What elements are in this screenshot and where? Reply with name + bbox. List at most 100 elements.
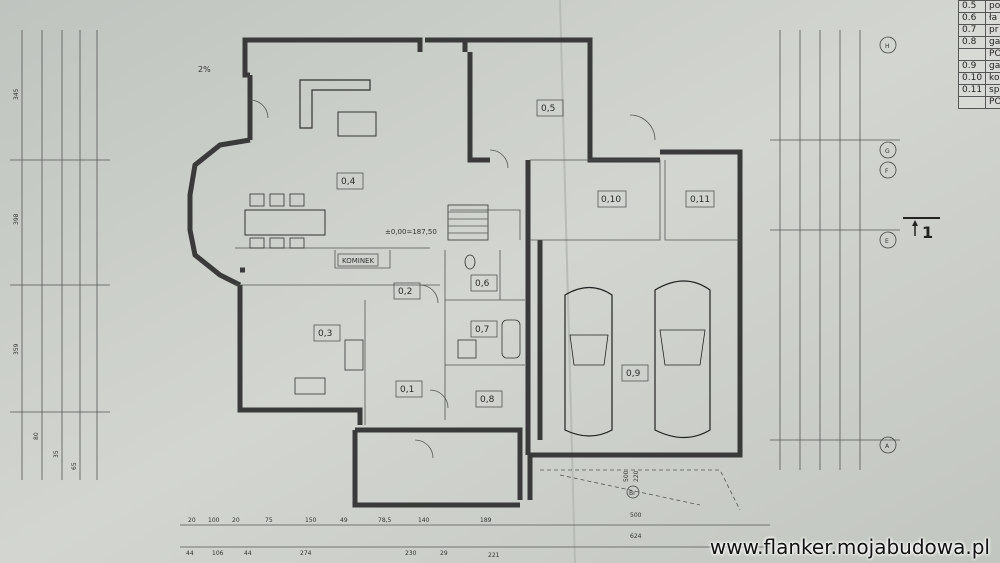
left-dim-1: 345 [13,88,20,100]
room-0-1-box [395,380,423,398]
room-0-4-label: 0,4 [341,177,356,187]
legend-text: pr [985,24,1000,37]
driveway-outline [540,469,741,511]
bottom-dim-r2-6: 29 [440,550,448,557]
kitchen-counter [294,339,364,395]
bottom-dim-r2-5: 230 [405,550,417,557]
bottom-dim-r2-3: 44 [244,550,252,557]
room-0-8-label: 0,8 [480,395,495,405]
bottom-dim-r2-2: 106 [212,550,224,557]
legend-code: 0.8 [957,36,987,49]
left-dim-3: 359 [13,343,20,355]
room-0-9-box [621,364,649,382]
bottom-dim-9: 189 [480,517,492,524]
room-0-2-label: 0,2 [398,287,412,297]
right-dimension-lines [770,30,900,470]
legend-code: 0.5 [957,0,987,13]
fireplace-label: KOMINEK [342,257,374,265]
room-0-3-box [313,324,341,342]
bottom-dim-r2-4: 274 [300,550,312,557]
axis-g-label: G [885,148,890,155]
room-legend-table: 0.5po 0.6ła 0.7pr 0.8ga POW. 0.9ga 0.10k… [957,0,1000,109]
room-0-7-label: 0,7 [475,325,489,335]
room-0-9-label: 0,9 [626,369,641,379]
legend-code: 0.11 [957,84,987,97]
axis-f-label: F [885,168,889,175]
gate-label: Br [629,490,636,497]
legend-row: POW. [957,96,1000,109]
dining-table [244,193,326,249]
left-dim-2: 398 [13,213,20,225]
legend-text: POW. [985,96,1000,109]
legend-code: 0.10 [957,72,987,85]
room-0-6-label: 0,6 [475,279,490,289]
walls [187,37,743,508]
room-0-7-box [470,320,498,338]
bottom-dim-3: 20 [232,517,240,524]
legend-code [957,96,987,109]
left-dimension-lines [10,30,110,480]
watermark-text: www.flanker.mojabudowa.pl [709,535,990,559]
left-dim-6: 65 [71,462,78,470]
room-0-3-label: 0,3 [318,329,332,339]
bottom-dim-6: 49 [340,517,348,524]
room-0-5-box [536,99,564,117]
legend-text: POW. [985,48,1000,61]
driveway-line [559,474,701,506]
legend-text: sp [985,84,1000,97]
axis-e-label: E [885,238,889,245]
level-label: ±0,00=187,50 [385,228,437,236]
section-marker [903,217,940,236]
legend-text: ga [985,60,1000,73]
left-dim-5: 35 [53,450,60,458]
legend-text: ga [985,36,1000,49]
bottom-dim-r2-8: 624 [630,533,642,540]
bathroom-fixtures [457,254,521,359]
room-0-11-label: 0,11 [690,195,710,205]
bottom-dim-8: 140 [418,517,430,524]
grid-axes [879,36,897,454]
bottom-dim-5: 150 [305,517,317,524]
bottom-dim-10: 500 [630,512,642,519]
room-0-6-box [470,274,498,292]
stairs [447,204,489,241]
bottom-dimension-lines [180,524,770,548]
slope-label: 2% [198,65,211,74]
legend-code [957,48,987,61]
sofa [299,79,377,137]
room-0-5-label: 0,5 [541,104,555,114]
gate-dim-bottom: 220 [633,470,640,482]
legend-code: 0.7 [957,24,987,37]
room-0-8-box [475,390,503,408]
legend-row: POW. [957,48,1000,61]
section-label: 1 [922,223,933,242]
axis-h-label: H [885,43,890,50]
room-0-10-label: 0,10 [601,195,621,205]
bottom-dim-r2-7: 221 [488,552,500,559]
room-0-2-box [393,282,421,300]
bottom-dim-4: 75 [265,517,273,524]
bottom-dim-2: 100 [208,517,220,524]
legend-text: po [985,0,1000,13]
legend-text: ko [985,72,1000,85]
legend-text: ła [985,12,1000,25]
legend-code: 0.9 [957,60,987,73]
axis-a-label: A [885,443,890,450]
room-0-11-box [685,190,715,208]
room-0-1-label: 0,1 [400,385,414,395]
bottom-dim-7: 78,5 [378,517,392,524]
legend-code: 0.6 [957,12,987,25]
room-0-4-box [336,172,364,190]
garage-cars [564,280,711,439]
gate-marker [626,485,640,499]
door-swings [249,99,656,459]
gate-dim-top: 500 [623,470,630,482]
fireplace-box [337,253,379,267]
